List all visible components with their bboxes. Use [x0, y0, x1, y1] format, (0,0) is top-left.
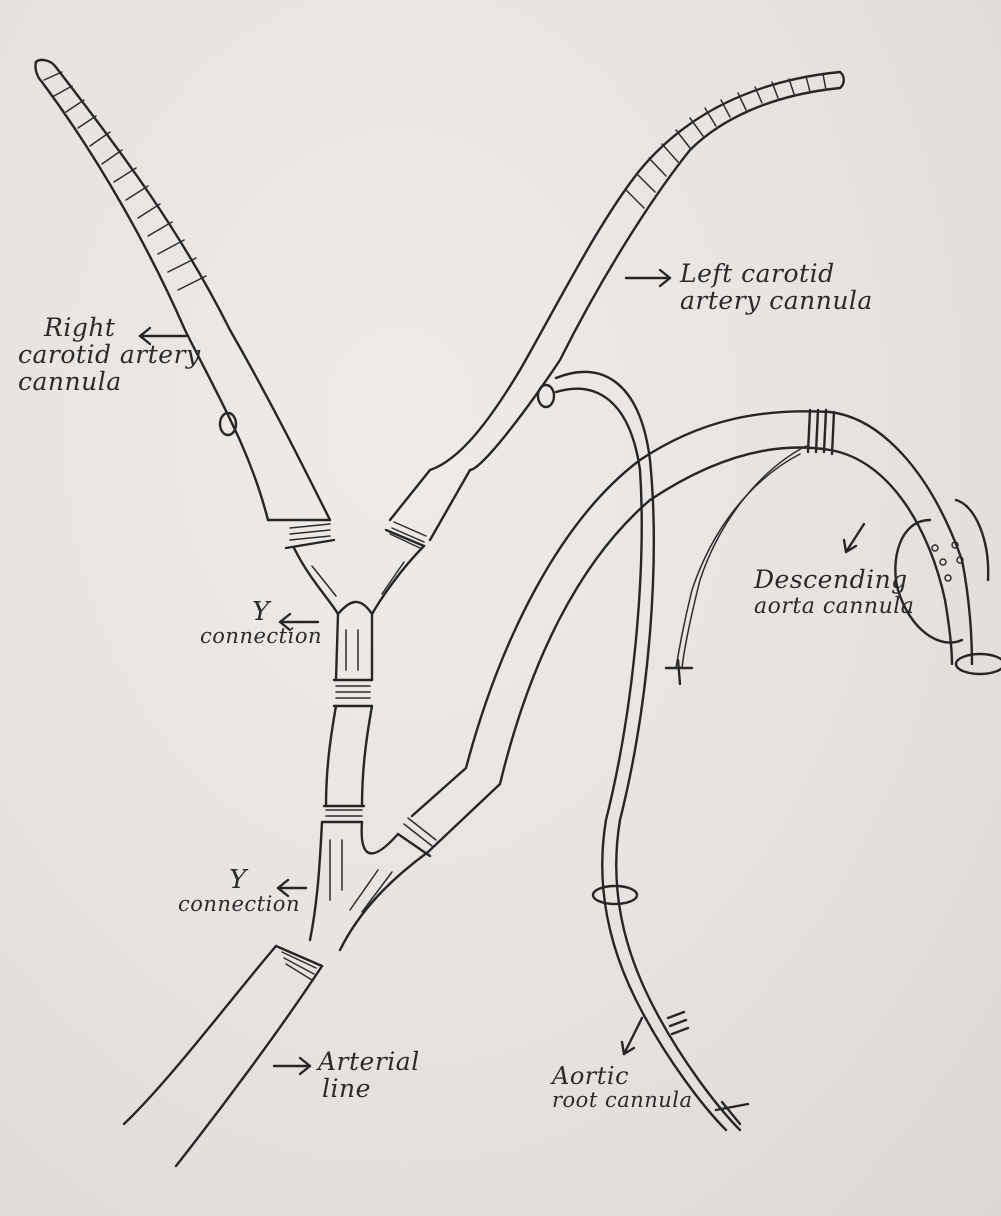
label-right-carotid-line3: cannula	[18, 367, 122, 396]
label-y-bottom-line1: Y	[229, 865, 247, 895]
label-aortic-root: Aortic root cannula	[552, 1064, 693, 1112]
aortic-root-cannula	[554, 370, 750, 1132]
arrow-right-carotid	[138, 326, 188, 346]
label-y-connection-bottom: Y connection	[178, 865, 300, 916]
label-y-top-line1: Y	[252, 597, 270, 627]
label-left-carotid-line2: artery cannula	[680, 286, 873, 315]
label-descending-line2: aorta cannula	[754, 594, 915, 619]
label-y-top-line2: connection	[200, 624, 322, 648]
descending-aorta-cannula	[396, 408, 1001, 858]
arrow-y-bottom	[276, 878, 308, 898]
y-connection-top	[292, 544, 426, 824]
label-left-carotid: Left carotid artery cannula	[680, 260, 873, 314]
arrow-aortic	[620, 1016, 644, 1056]
label-right-carotid-line1: Right	[44, 313, 116, 342]
label-left-carotid-line1: Left carotid	[680, 259, 835, 288]
arrow-descending	[842, 522, 866, 554]
right-carotid-cannula	[34, 58, 336, 550]
arrow-left-carotid	[624, 268, 672, 288]
arrow-arterial	[272, 1056, 312, 1076]
label-aortic-line1: Aortic	[552, 1062, 630, 1090]
label-arterial-line: Arterial line	[318, 1048, 420, 1102]
label-right-carotid-line2: carotid artery	[18, 340, 201, 369]
label-y-connection-top: Y connection	[196, 597, 326, 648]
y-connection-bottom	[274, 820, 430, 981]
label-right-carotid: Right carotid artery cannula	[18, 314, 201, 395]
label-arterial-line2: line	[322, 1074, 371, 1103]
arterial-line	[122, 944, 324, 1168]
left-carotid-cannula	[384, 70, 845, 549]
label-descending-aorta: Descending aorta cannula	[754, 566, 914, 620]
label-arterial-line1: Arterial	[318, 1047, 420, 1076]
label-aortic-line2: root cannula	[552, 1088, 693, 1112]
label-descending-line1: Descending	[754, 565, 908, 594]
arrow-y-top	[278, 612, 320, 632]
label-y-bottom-line2: connection	[178, 892, 300, 916]
